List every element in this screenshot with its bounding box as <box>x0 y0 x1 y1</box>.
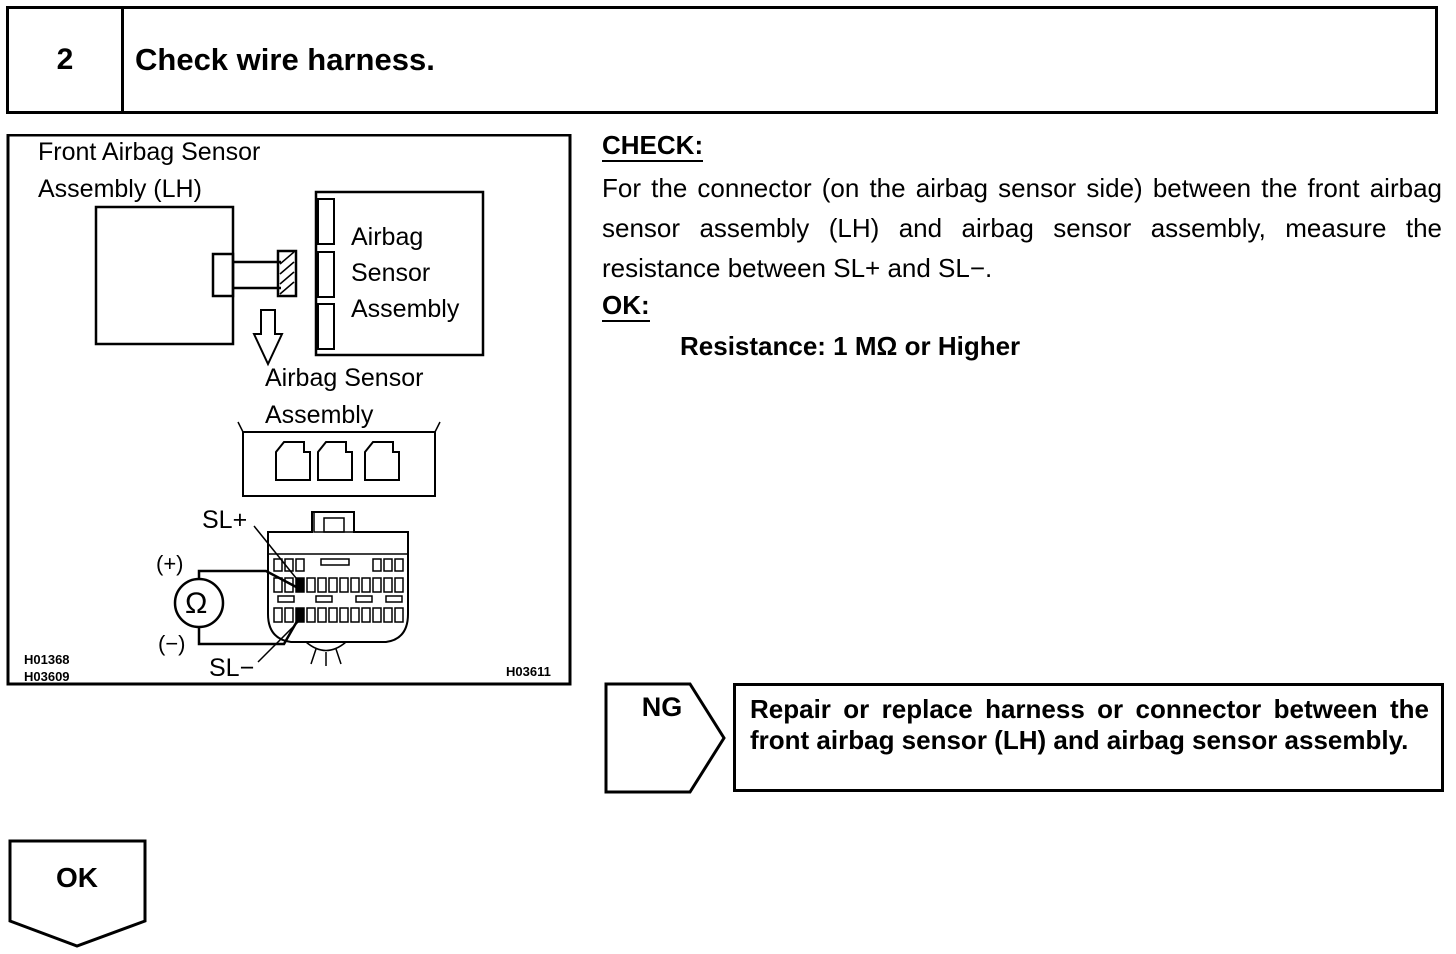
mating-connector <box>276 249 298 298</box>
figure-code-1: H01368 <box>24 652 70 667</box>
ng-arrow-icon <box>604 682 726 794</box>
figure-code-2: H03609 <box>24 669 70 684</box>
label-front-sensor-line2: Assembly (LH) <box>38 175 202 203</box>
ok-value: Resistance: 1 MΩ or Higher <box>680 331 1021 361</box>
step-title: Check wire harness. <box>135 42 435 77</box>
ng-label: NG <box>641 692 683 722</box>
label-plus-sign: (+) <box>156 551 184 576</box>
label-connector-line1: Airbag Sensor <box>265 364 424 392</box>
label-minus-sign: (−) <box>158 631 186 656</box>
ok-arrow-icon <box>8 839 147 948</box>
check-body: For the connector (on the airbag sensor … <box>602 173 1442 283</box>
check-heading: CHECK: <box>602 130 704 162</box>
ng-action-box: Repair or replace harness or connector b… <box>733 683 1444 792</box>
label-front-sensor-line1: Front Airbag Sensor <box>38 138 261 166</box>
label-connector-line2: Assembly <box>265 401 374 429</box>
ok-label: OK <box>56 862 98 893</box>
front-sensor-connector <box>211 252 235 298</box>
label-sl-plus: SL+ <box>202 506 248 534</box>
airbag-sensor-block <box>314 190 485 357</box>
wiring-figure: Front Airbag Sensor Assembly (LH) Airbag… <box>6 134 572 686</box>
label-sl-minus: SL− <box>209 654 255 682</box>
step-header: 2 Check wire harness. <box>6 6 1438 114</box>
label-airbag-line1: Airbag <box>351 223 424 251</box>
figure-drawing <box>6 134 572 686</box>
down-arrow-icon <box>252 309 284 367</box>
figure-frame <box>6 134 572 686</box>
connector-face <box>242 431 436 497</box>
label-airbag-line3: Assembly <box>351 295 460 323</box>
ok-heading: OK: <box>602 290 650 322</box>
label-airbag-line2: Sensor <box>351 259 431 287</box>
ohm-symbol: Ω <box>185 587 208 620</box>
step-number: 2 <box>9 9 124 111</box>
figure-code-3: H03611 <box>506 664 551 679</box>
